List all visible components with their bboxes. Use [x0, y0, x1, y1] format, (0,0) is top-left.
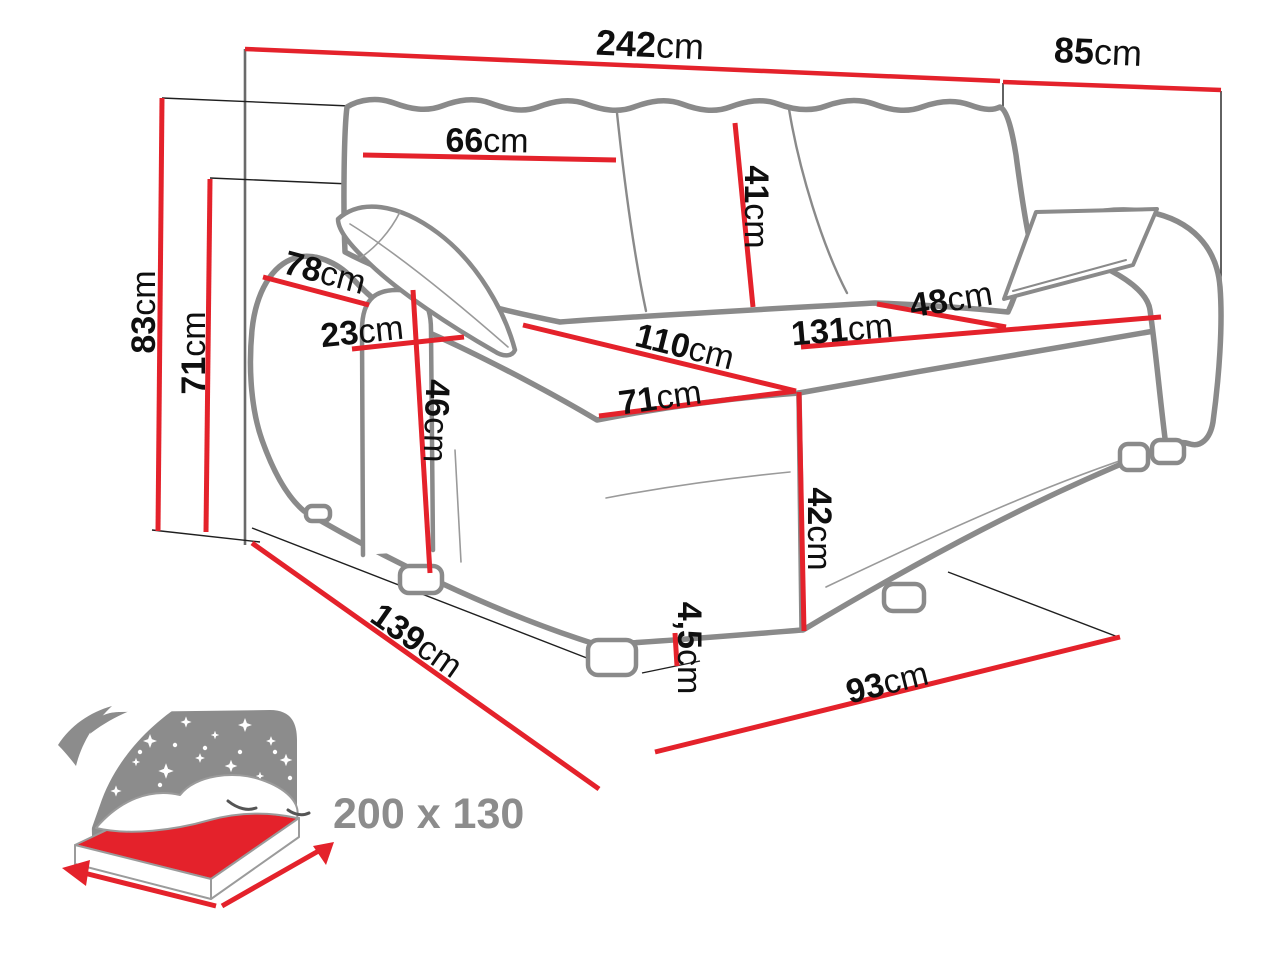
- bed-arrow-length-head: [313, 842, 334, 865]
- floor-edge-right: [947, 571, 1119, 638]
- label-back-cushion-height: 41cm: [737, 165, 775, 248]
- leg: [303, 503, 333, 524]
- line-83: [155, 97, 165, 532]
- label-side-depth: 85cm: [1053, 29, 1143, 74]
- label-chaise-length: 110cm: [632, 316, 738, 377]
- blanket-fold-1: [226, 799, 258, 811]
- sofa-drawing: [247, 96, 1224, 678]
- line-131: [800, 314, 1162, 350]
- label-chaise-side-length: 139cm: [364, 596, 469, 686]
- pillow-crease-1: [349, 223, 509, 348]
- label-back-cushion-width: 66cm: [445, 122, 528, 161]
- moon-crescent: [58, 706, 112, 766]
- tick-83-top: [161, 97, 351, 107]
- measurement-lines: [155, 46, 1222, 792]
- leg: [397, 563, 445, 596]
- line-46: [410, 289, 433, 574]
- bed-arrow-width-head: [62, 860, 90, 886]
- sofa-backrest: [341, 96, 1033, 325]
- bed-size-label: 200 x 130: [333, 790, 524, 838]
- tablet-panel-inner-line: [1012, 259, 1127, 292]
- line-71s: [598, 388, 797, 419]
- label-backrest-height: 71cm: [175, 311, 213, 394]
- bed-arrow-width-line: [83, 870, 217, 909]
- label-chaise-seat-width: 71cm: [616, 373, 704, 422]
- line-23: [351, 334, 465, 352]
- label-total-width: 242cm: [595, 22, 705, 68]
- leg: [1117, 441, 1151, 473]
- mattress-front-right-face: [210, 817, 300, 900]
- line-78: [262, 274, 370, 308]
- mattress: [74, 774, 311, 900]
- label-seat-height: 42cm: [800, 487, 838, 570]
- leg: [1149, 437, 1187, 466]
- line-66: [362, 152, 617, 163]
- label-armrest-width: 23cm: [319, 309, 406, 355]
- label-seat-length: 131cm: [790, 307, 895, 354]
- leg: [585, 637, 639, 678]
- line-71v: [203, 178, 213, 533]
- tick-leg-floor: [641, 660, 701, 674]
- blanket-fold-2: [286, 808, 311, 817]
- label-seat-depth: 48cm: [907, 275, 995, 326]
- armrest-pillow: [335, 204, 518, 358]
- label-total-height: 83cm: [125, 270, 163, 353]
- line-93: [654, 634, 1121, 755]
- line-242: [244, 46, 1001, 84]
- blanket: [95, 774, 299, 833]
- back-cushion-seam-1: [615, 111, 648, 313]
- label-leg-height: 4,5cm: [670, 602, 708, 695]
- chaise-side-seam: [454, 449, 462, 563]
- bed-arrow-length-line: [220, 846, 324, 909]
- line-42: [796, 391, 807, 632]
- line-110: [522, 322, 797, 394]
- bed-size-icon: 200 x 130: [54, 696, 524, 909]
- tablet-panel: [1002, 207, 1159, 301]
- line-41: [732, 122, 756, 308]
- pillow-crease-2: [359, 211, 401, 259]
- label-armrest-height: 46cm: [416, 379, 457, 463]
- tick-floor-bottom-left: [151, 529, 261, 543]
- leg: [881, 581, 927, 614]
- bed-dimension-arrows: [62, 842, 334, 909]
- back-cushion-seam-2: [787, 107, 849, 295]
- line-139: [250, 540, 601, 792]
- chaise-front-seam: [605, 471, 791, 499]
- line-4-5: [672, 632, 680, 667]
- moon-swoosh: [54, 696, 195, 862]
- sofa-legs: [303, 437, 1187, 678]
- line-48: [876, 301, 1007, 330]
- line-85: [1002, 79, 1222, 93]
- label-base-front-width: 93cm: [842, 654, 932, 711]
